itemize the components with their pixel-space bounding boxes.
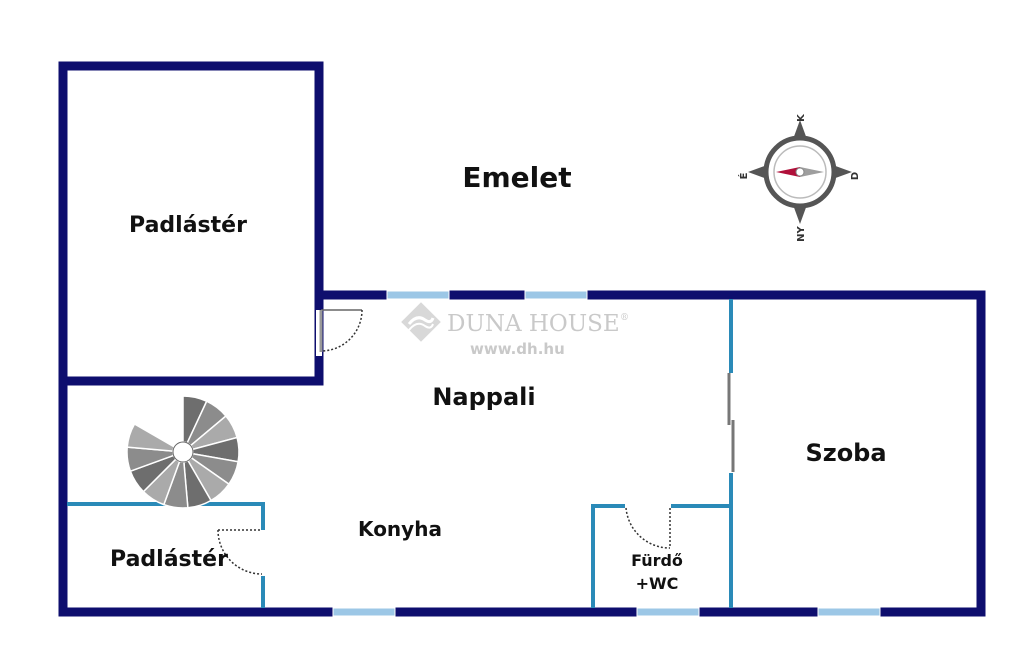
outer-walls <box>58 61 986 617</box>
compass-icon: K D NY É <box>737 113 861 242</box>
room-label-bedroom: Szoba <box>805 439 886 467</box>
stair-center-post <box>172 441 194 463</box>
door-attic-bottom <box>217 529 266 576</box>
compass-west-label: É <box>737 172 750 179</box>
window-bottom-1 <box>332 607 396 617</box>
stair-step <box>126 422 176 452</box>
windows <box>332 290 881 617</box>
room-label-attic-bottom: Padlástér <box>110 547 228 572</box>
window-bottom-2 <box>636 607 700 617</box>
floor-title: Emelet <box>462 161 571 194</box>
room-label-bathroom-line2: +WC <box>636 574 679 593</box>
room-label-living: Nappali <box>432 383 535 411</box>
window-top-2 <box>524 290 588 300</box>
watermark-brand: DUNA HOUSE <box>447 311 620 337</box>
room-label-attic-top: Padlástér <box>129 213 247 238</box>
room-label-bathroom-line1: Fürdő <box>631 551 683 570</box>
duna-house-logo-icon <box>401 302 441 342</box>
spiral-staircase <box>126 395 240 509</box>
wall-bathroom <box>591 504 731 608</box>
compass-east-label: D <box>850 172 861 180</box>
window-top-1 <box>386 290 450 300</box>
room-label-kitchen: Konyha <box>358 517 442 541</box>
door-bedroom-sliding <box>727 373 735 473</box>
compass-south-label: NY <box>796 225 807 241</box>
main-outer-wall <box>58 290 986 617</box>
doors <box>217 309 735 576</box>
watermark-url: www.dh.hu <box>470 340 565 358</box>
window-bottom-3 <box>817 607 881 617</box>
compass-north-label: K <box>796 113 807 122</box>
door-attic-top <box>316 309 363 356</box>
attic-top-room-walls <box>58 61 324 386</box>
watermark-registered-mark: ® <box>620 313 629 323</box>
door-bathroom <box>625 504 671 549</box>
watermark: DUNA HOUSE ® www.dh.hu <box>401 302 629 358</box>
